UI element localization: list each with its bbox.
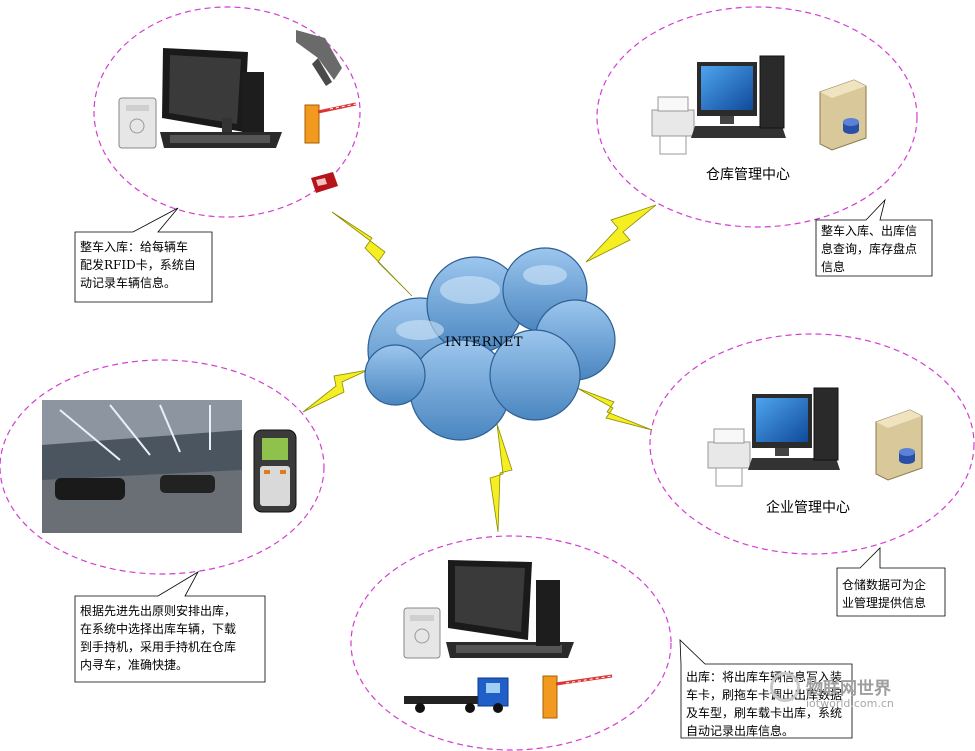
- internet-label: INTERNET: [445, 335, 523, 350]
- handheld-terminal-icon: [253, 429, 297, 513]
- lightning-links: [302, 204, 657, 533]
- server-database-icon: [819, 79, 867, 151]
- card-reader-icon: [118, 97, 157, 149]
- enterprise-center-note: 仓储数据可为企 业管理提供信息: [842, 578, 927, 610]
- pc-tower-icon: [759, 55, 785, 129]
- rfid-card-icon: [311, 172, 338, 193]
- lightning-icon: [576, 387, 653, 431]
- pc-tower-icon: [813, 387, 839, 461]
- pc-tower-icon: [536, 580, 560, 646]
- barrier-gate-icon: [304, 102, 357, 144]
- ellipse-warehouse-floor: [0, 359, 325, 575]
- printer-icon: [651, 96, 695, 155]
- monitor-icon: [160, 48, 282, 148]
- callout-frame-entry: [74, 207, 213, 303]
- callout-frame-enterprise: [836, 547, 946, 617]
- lightning-icon: [585, 204, 657, 263]
- entry-station-note: 整车入库：给每辆车 配发RFID卡，系统自 动记录车辆信息。: [80, 240, 196, 290]
- ellipse-exit-station: [350, 535, 672, 751]
- printer-icon: [707, 428, 751, 487]
- enterprise-center-devices: [707, 387, 923, 487]
- exit-station-devices: [403, 560, 613, 719]
- exit-station-note: 出库：将出库车辆信息写入装 车卡，刷拖车卡调出出库数据 及车型，刷车载卡出库，系…: [686, 670, 843, 738]
- entry-station-devices: [118, 30, 357, 193]
- warehouse-center-note: 整车入库、出库信 息查询，库存盘点 信息: [821, 224, 918, 274]
- lightning-icon: [331, 211, 413, 297]
- tow-truck-icon: [404, 677, 509, 713]
- internet-cloud: [364, 247, 616, 441]
- warehouse-center-devices: [651, 55, 867, 155]
- watermark-logo: [770, 672, 800, 702]
- watermark-site: iotworld.com.cn: [806, 697, 894, 710]
- lightning-icon: [302, 369, 369, 413]
- barcode-scanner-icon: [296, 30, 342, 86]
- ellipse-warehouse-center: [596, 6, 918, 228]
- barrier-gate-icon: [542, 674, 613, 719]
- warehouse-center-label: 仓库管理中心: [706, 167, 790, 183]
- monitor-icon: [748, 394, 840, 470]
- lightning-icon: [489, 423, 513, 533]
- callout-frame-exit: [679, 639, 853, 739]
- card-reader-icon: [403, 607, 441, 659]
- watermark-brand: 物联网世界: [806, 679, 891, 699]
- server-database-icon: [875, 409, 923, 481]
- pc-tower-icon: [242, 72, 264, 132]
- warehouse-floor-note: 根据先进先出原则安排出库， 在系统中选择出库车辆，下载 到手持机，采用手持机在仓…: [80, 604, 237, 672]
- callout-frame-warehouse-floor: [74, 570, 266, 683]
- warehouse-floor-scene: [42, 400, 297, 533]
- ellipse-enterprise-center: [649, 333, 975, 555]
- ellipse-entry-station: [93, 6, 361, 218]
- enterprise-center-label: 企业管理中心: [766, 500, 850, 516]
- callout-frame-warehouse-center: [815, 198, 933, 277]
- monitor-icon: [691, 62, 786, 138]
